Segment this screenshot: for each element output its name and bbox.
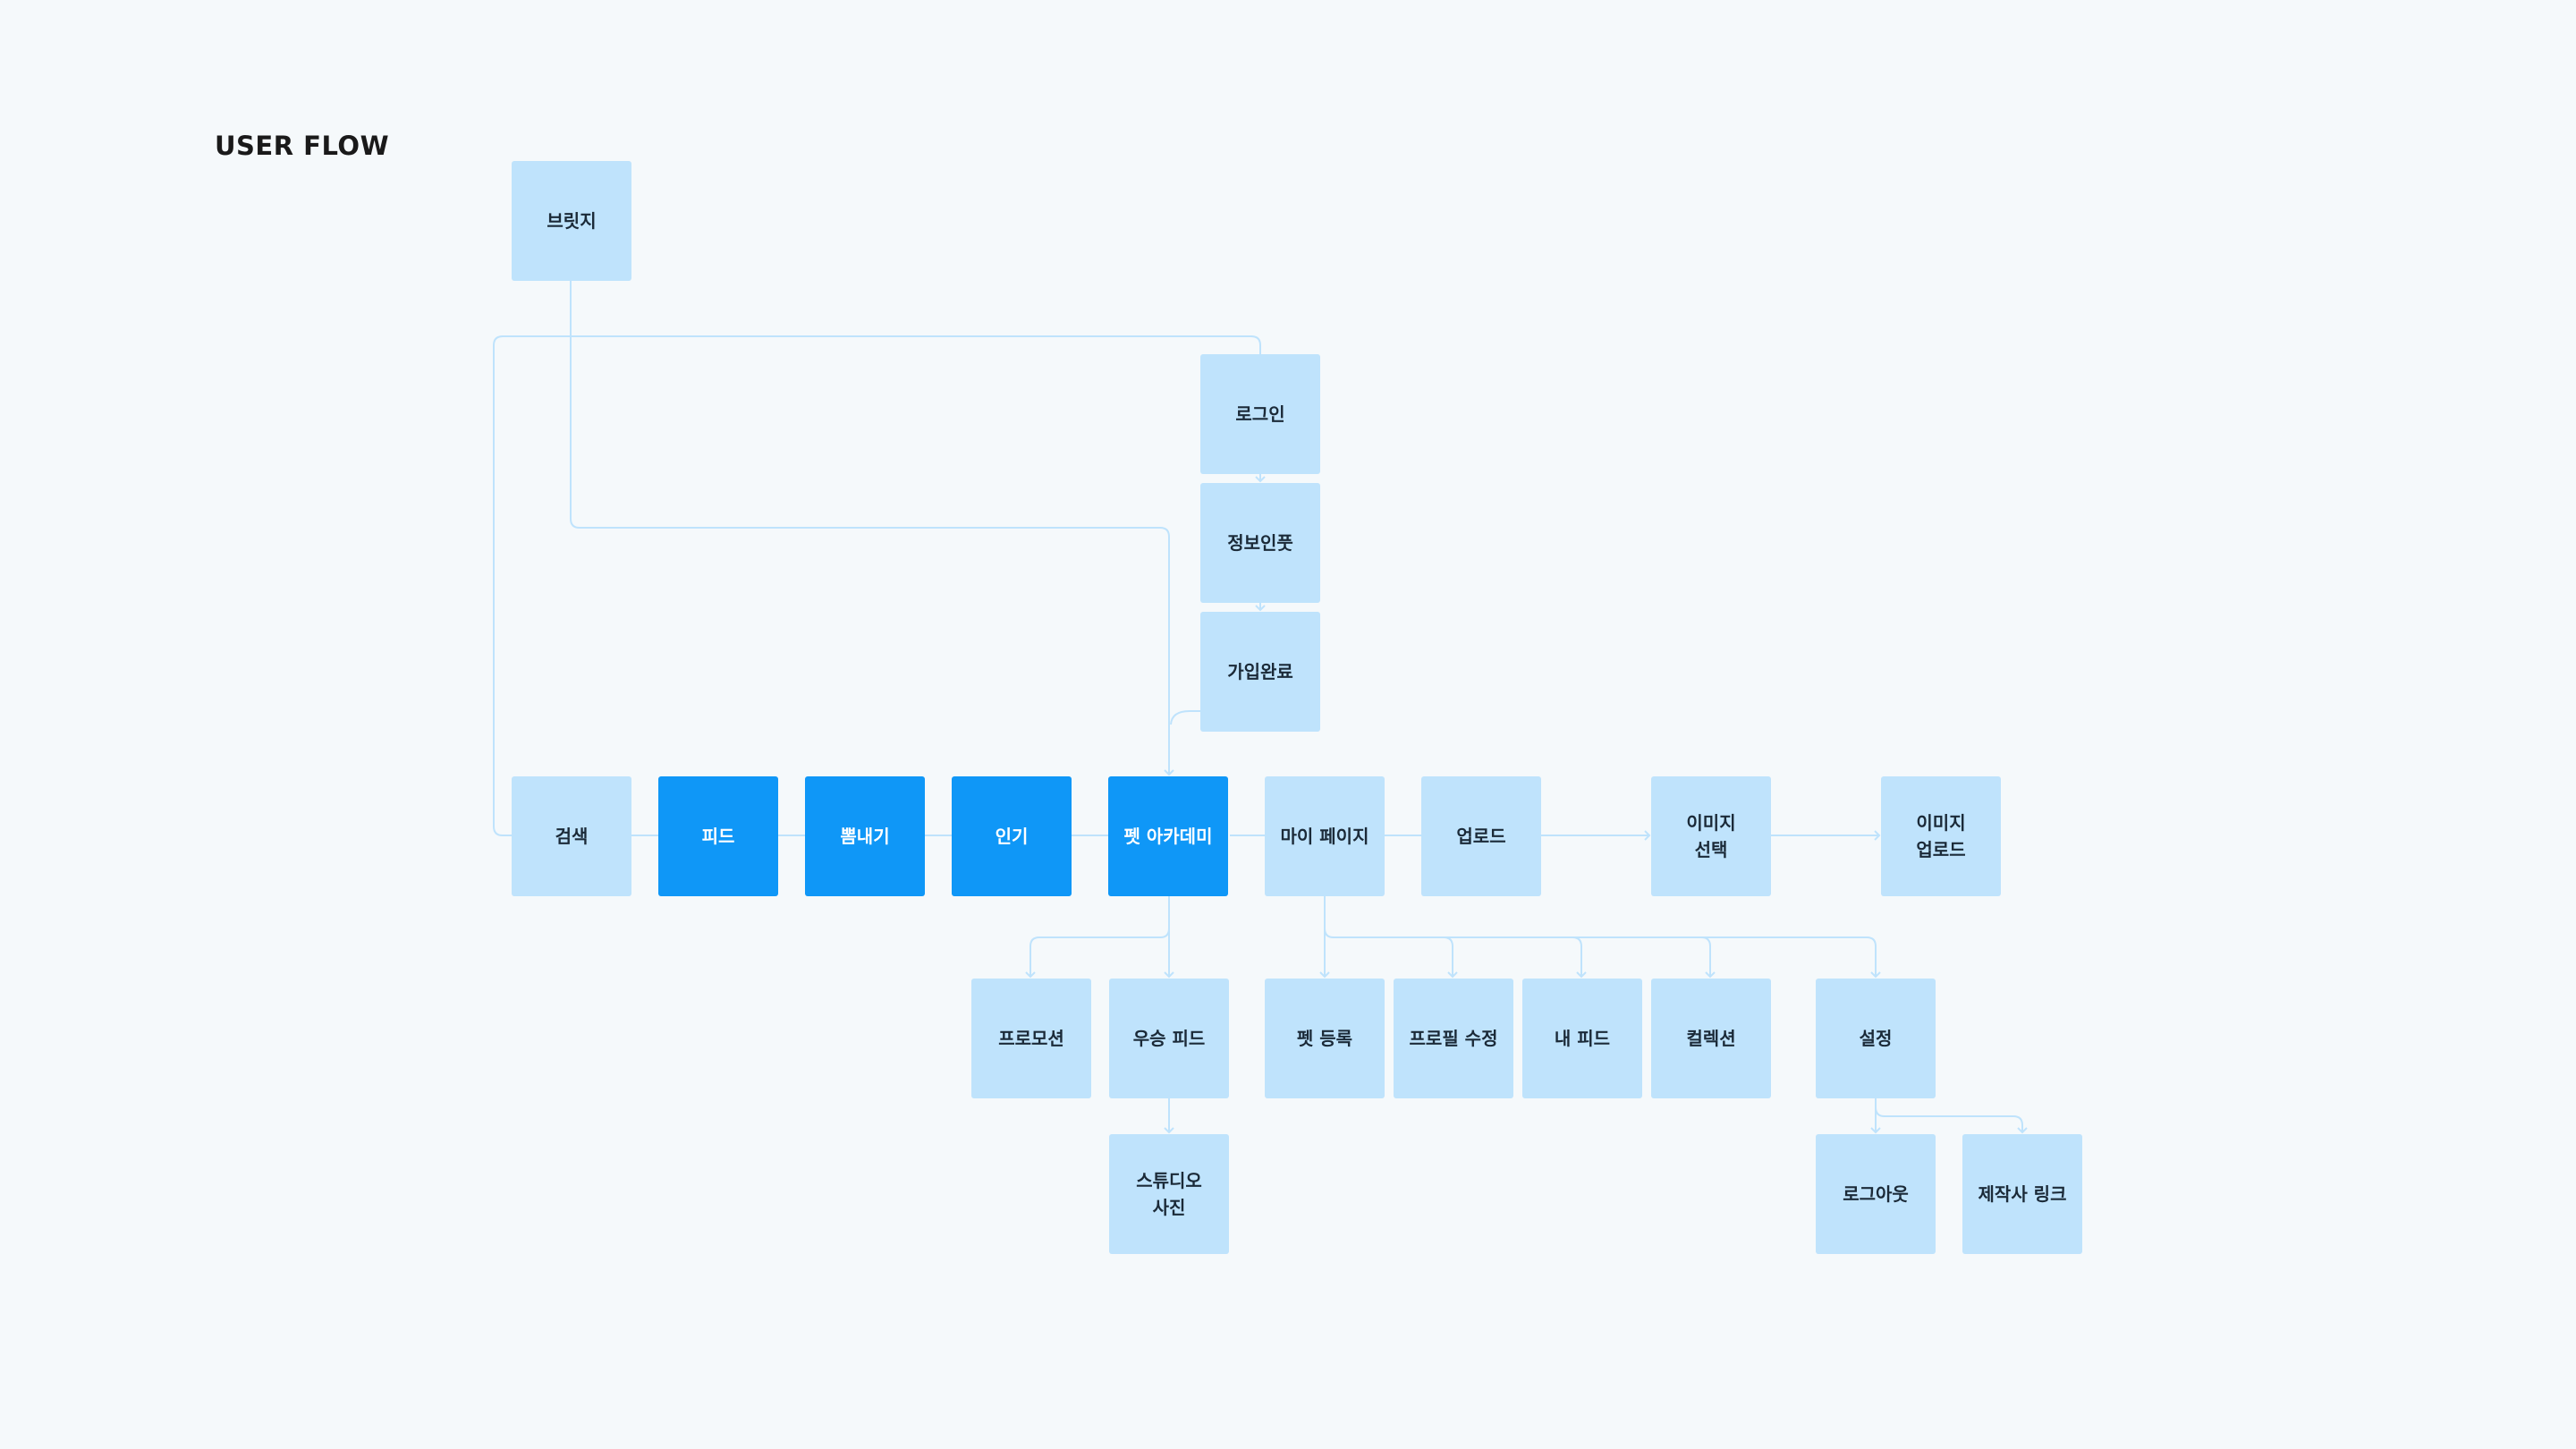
node-winning-feed: 우승 피드 — [1109, 979, 1229, 1098]
node-profile-edit: 프로필 수정 — [1394, 979, 1513, 1098]
node-settings: 설정 — [1816, 979, 1936, 1098]
connector-bridge-academy — [570, 280, 1174, 776]
connector-mypage-collection — [1700, 936, 1716, 979]
node-show-off: 뽐내기 — [805, 776, 925, 896]
node-upload: 업로드 — [1421, 776, 1541, 896]
node-login: 로그인 — [1200, 354, 1320, 474]
node-pet-register: 펫 등록 — [1265, 979, 1385, 1098]
connector-settings-maker — [1875, 1106, 2028, 1134]
connector-complete-academy — [1170, 710, 1200, 725]
node-search: 검색 — [512, 776, 631, 896]
connector-mypage-myfeed — [1572, 936, 1587, 979]
node-maker-link: 제작사 링크 — [1962, 1134, 2082, 1254]
node-my-page: 마이 페이지 — [1265, 776, 1385, 896]
node-image-upload: 이미지 업로드 — [1881, 776, 2001, 896]
node-popular: 인기 — [952, 776, 1072, 896]
connector-search-login — [493, 335, 1261, 836]
node-feed: 피드 — [658, 776, 778, 896]
connector-mypage-profile — [1443, 936, 1458, 979]
node-bridge: 브릿지 — [512, 161, 631, 281]
connector-mypage-bus — [1324, 928, 1881, 979]
node-my-feed: 내 피드 — [1522, 979, 1642, 1098]
node-image-select: 이미지 선택 — [1651, 776, 1771, 896]
connector-academy-promotion — [1025, 896, 1170, 979]
node-info-input: 정보인풋 — [1200, 483, 1320, 603]
node-logout: 로그아웃 — [1816, 1134, 1936, 1254]
node-signup-complete: 가입완료 — [1200, 612, 1320, 732]
node-studio-photo: 스튜디오 사진 — [1109, 1134, 1229, 1254]
diagram-title: USER FLOW — [215, 131, 390, 161]
node-collection: 컬렉션 — [1651, 979, 1771, 1098]
node-promotion: 프로모션 — [971, 979, 1091, 1098]
node-pet-academy: 펫 아카데미 — [1108, 776, 1228, 896]
